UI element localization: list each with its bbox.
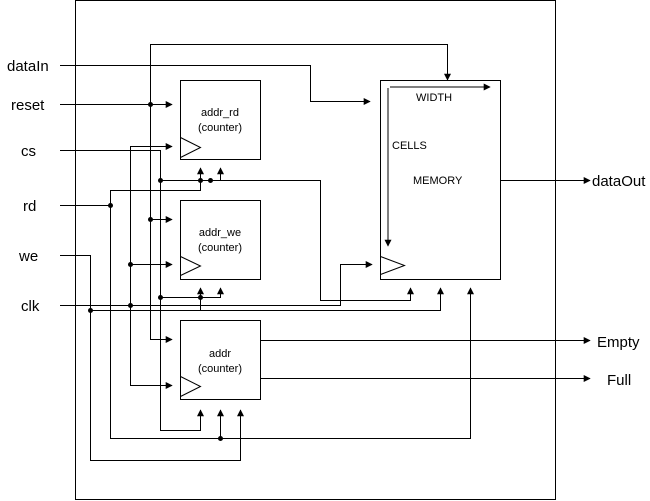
junction-dot: [208, 178, 213, 183]
cs-to-addr-we-wire: [160, 287, 224, 298]
rd-to-addr-rd-wire: [110, 167, 204, 206]
junction-dot: [128, 262, 133, 267]
addr-we-type: (counter): [198, 242, 242, 254]
we-wire: [60, 255, 244, 461]
we-to-memory-wire: [90, 287, 444, 311]
memory-cells-label: CELLS: [392, 140, 427, 152]
full-label: Full: [607, 372, 631, 389]
reset-label: reset: [11, 97, 45, 114]
junction-dot: [158, 295, 163, 300]
cs-label: cs: [21, 143, 36, 160]
addr-we-name: addr_we: [199, 227, 241, 239]
clock-triangle-icon: [180, 137, 202, 158]
clk-to-addr-wire: [130, 305, 173, 389]
clock-triangle-icon: [180, 256, 202, 276]
junction-dot: [148, 217, 153, 222]
addr-rd-type: (counter): [198, 122, 242, 134]
dataIn-wire: [60, 65, 371, 105]
junction-dot: [88, 308, 93, 313]
cs-wire: [60, 150, 204, 431]
addr-rd-to-memory-wire: [210, 180, 414, 301]
junction-dot: [108, 203, 113, 208]
rd-label: rd: [23, 198, 36, 215]
junction-dot: [158, 178, 163, 183]
clk-label: clk: [21, 298, 40, 315]
clk-wire: [60, 261, 373, 306]
reset-to-addr-wire: [150, 104, 173, 343]
addr-we-block: addr_we (counter): [180, 200, 261, 280]
clk-to-addr-rd-wire: [130, 143, 173, 306]
junction-dot: [148, 102, 153, 107]
empty-label: Empty: [597, 334, 640, 351]
wiring: [60, 44, 591, 461]
junction-dot: [218, 436, 223, 441]
addr-rd-name: addr_rd: [201, 107, 239, 119]
clock-triangle-icon: [180, 376, 202, 397]
addr-type: (counter): [198, 363, 242, 375]
memory-name: MEMORY: [413, 175, 463, 187]
outer-boundary: [75, 0, 556, 500]
junction-dot: [198, 295, 203, 300]
memory-block: WIDTH CELLS MEMORY: [380, 80, 501, 280]
junction-dot: [128, 303, 133, 308]
clock-triangle-icon: [380, 256, 406, 275]
rd-wire: [60, 205, 474, 439]
dataIn-label: dataIn: [7, 58, 49, 75]
memory-width-label: WIDTH: [416, 92, 452, 104]
addr-rd-block: addr_rd (counter): [180, 80, 261, 160]
addr-block: addr (counter): [180, 320, 261, 400]
reset-to-memory-wire: [150, 44, 451, 105]
dataOut-label: dataOut: [592, 173, 646, 190]
we-label: we: [18, 248, 38, 265]
junction-dot: [198, 178, 203, 183]
addr-name: addr: [209, 348, 231, 360]
